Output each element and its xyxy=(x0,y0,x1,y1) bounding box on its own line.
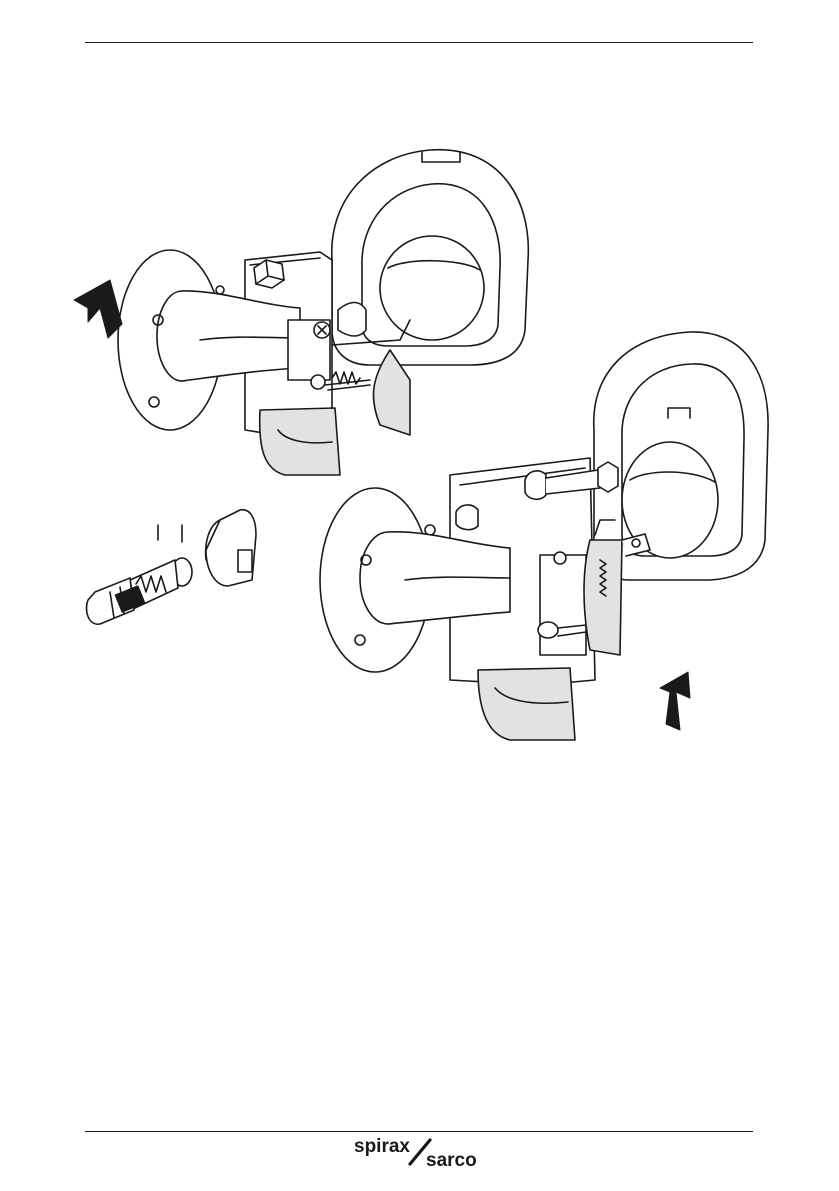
spirax-sarco-logo-icon: spirax sarco xyxy=(354,1136,494,1170)
flow-arrow-lower-right-icon xyxy=(660,672,690,730)
brand-word-spirax: spirax xyxy=(354,1136,410,1157)
header-rule xyxy=(85,42,753,43)
upper-trap-icon xyxy=(118,150,528,475)
footer-rule xyxy=(85,1131,753,1132)
brand-word-sarco: sarco xyxy=(426,1150,477,1170)
mechanism-detail-icon xyxy=(87,510,257,624)
flow-arrow-upper-left-icon xyxy=(74,280,122,338)
steam-trap-illustration xyxy=(70,140,770,760)
